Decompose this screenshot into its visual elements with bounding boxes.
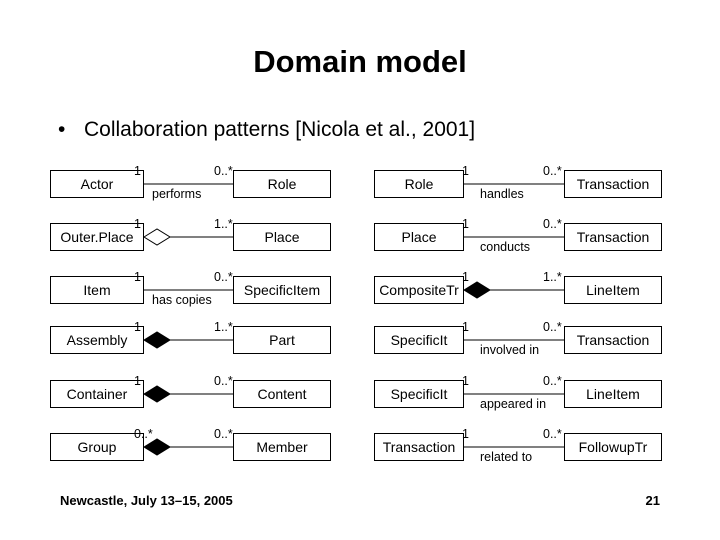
association-label: performs bbox=[152, 187, 202, 201]
composition-diamond bbox=[143, 385, 171, 403]
source-multiplicity: 1 bbox=[134, 374, 141, 388]
association-label: related to bbox=[480, 450, 533, 464]
source-multiplicity: 0..* bbox=[134, 427, 153, 441]
right-source-class: Transaction bbox=[374, 433, 464, 461]
source-multiplicity: 1 bbox=[134, 164, 141, 178]
target-multiplicity: 0..* bbox=[214, 164, 233, 178]
right-target-class: LineItem bbox=[564, 380, 662, 408]
right-source-class: SpecificIt bbox=[374, 380, 464, 408]
right-target-class: FollowupTr bbox=[564, 433, 662, 461]
target-multiplicity: 0..* bbox=[214, 270, 233, 284]
source-multiplicity: 1 bbox=[462, 164, 469, 178]
target-multiplicity: 0..* bbox=[214, 427, 233, 441]
right-target-class: Transaction bbox=[564, 326, 662, 354]
source-multiplicity: 1 bbox=[462, 427, 469, 441]
target-multiplicity: 0..* bbox=[543, 374, 562, 388]
left-source-class: Actor bbox=[50, 170, 144, 198]
left-source-class: Outer.Place bbox=[50, 223, 144, 251]
bullet-item: • Collaboration patterns [Nicola et al., … bbox=[58, 118, 475, 142]
source-multiplicity: 1 bbox=[134, 217, 141, 231]
slide-title: Domain model bbox=[253, 44, 467, 79]
target-multiplicity: 1..* bbox=[214, 217, 233, 231]
association-label: involved in bbox=[480, 343, 540, 357]
target-multiplicity: 1..* bbox=[214, 320, 233, 334]
footer-event: Newcastle, July 13–15, 2005 bbox=[60, 493, 233, 508]
association-label: handles bbox=[480, 187, 524, 201]
target-multiplicity: 0..* bbox=[543, 217, 562, 231]
target-multiplicity: 0..* bbox=[543, 427, 562, 441]
association-label: has copies bbox=[152, 293, 212, 307]
target-multiplicity: 1..* bbox=[543, 270, 562, 284]
bullet-dot: • bbox=[58, 118, 66, 141]
right-source-class: Place bbox=[374, 223, 464, 251]
left-target-class: SpecificItem bbox=[233, 276, 331, 304]
source-multiplicity: 1 bbox=[462, 320, 469, 334]
left-target-class: Content bbox=[233, 380, 331, 408]
source-multiplicity: 1 bbox=[134, 320, 141, 334]
source-multiplicity: 1 bbox=[462, 374, 469, 388]
left-target-class: Member bbox=[233, 433, 331, 461]
target-multiplicity: 0..* bbox=[214, 374, 233, 388]
target-multiplicity: 0..* bbox=[543, 320, 562, 334]
aggregation-diamond bbox=[143, 228, 171, 246]
left-source-class: Container bbox=[50, 380, 144, 408]
left-target-class: Role bbox=[233, 170, 331, 198]
left-source-class: Item bbox=[50, 276, 144, 304]
target-multiplicity: 0..* bbox=[543, 164, 562, 178]
composition-diamond bbox=[143, 438, 171, 456]
source-multiplicity: 1 bbox=[462, 270, 469, 284]
left-target-class: Place bbox=[233, 223, 331, 251]
right-source-class: Role bbox=[374, 170, 464, 198]
left-source-class: Group bbox=[50, 433, 144, 461]
composition-diamond bbox=[463, 281, 491, 299]
left-source-class: Assembly bbox=[50, 326, 144, 354]
right-target-class: LineItem bbox=[564, 276, 662, 304]
source-multiplicity: 1 bbox=[134, 270, 141, 284]
association-label: conducts bbox=[480, 240, 531, 254]
source-multiplicity: 1 bbox=[462, 217, 469, 231]
composition-diamond bbox=[143, 331, 171, 349]
association-label: appeared in bbox=[480, 397, 547, 411]
bullet-text: Collaboration patterns [Nicola et al., 2… bbox=[84, 118, 476, 141]
right-source-class: SpecificIt bbox=[374, 326, 464, 354]
left-target-class: Part bbox=[233, 326, 331, 354]
right-target-class: Transaction bbox=[564, 170, 662, 198]
right-source-class: CompositeTr bbox=[374, 276, 464, 304]
right-target-class: Transaction bbox=[564, 223, 662, 251]
page-number: 21 bbox=[645, 493, 660, 508]
